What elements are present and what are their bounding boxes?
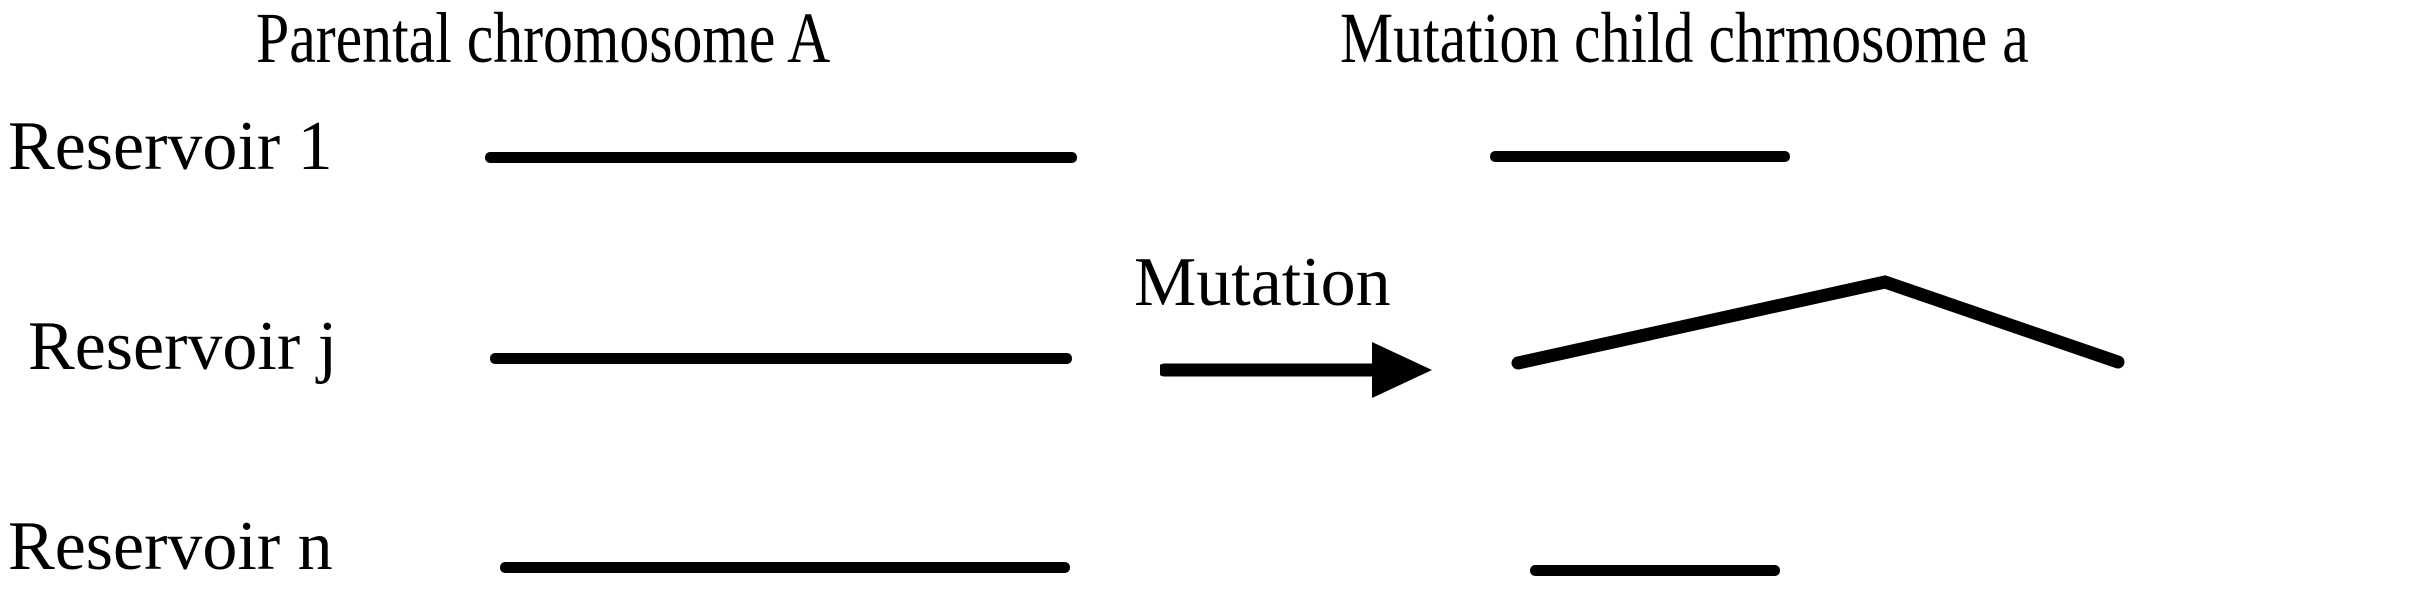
child-chromosome-line-row-j-peaked	[1511, 275, 2125, 370]
parent-chromosome-line-row-j	[490, 353, 1072, 364]
parental-chromosome-heading: Parental chromosome A	[256, 0, 831, 78]
right-arrow-icon	[1160, 342, 1432, 398]
row-label-reservoir-1: Reservoir 1	[8, 108, 333, 185]
parent-chromosome-line-row-n	[500, 562, 1070, 573]
mutant-chromosome-heading: Mutation child chrmosome a	[1340, 0, 2029, 78]
arrow-head	[1372, 342, 1432, 398]
peak-polyline	[1511, 275, 2125, 370]
row-label-reservoir-n: Reservoir n	[8, 508, 333, 585]
parent-chromosome-line-row-1	[485, 152, 1077, 163]
child-chromosome-line-row-n	[1530, 565, 1780, 576]
child-chromosome-line-row-1	[1490, 151, 1790, 162]
row-label-reservoir-j: Reservoir j	[28, 308, 338, 385]
mutation-operator-label: Mutation	[1134, 244, 1391, 321]
